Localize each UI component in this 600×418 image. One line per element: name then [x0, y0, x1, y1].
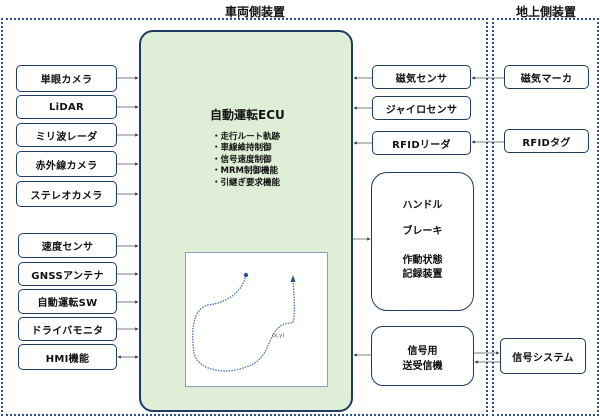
input-infrared-camera: 赤外線カメラ [16, 151, 117, 177]
sensor-rfid-reader: RFIDリーダ [372, 131, 471, 155]
ecu-function: ・引継ぎ要求機能 [212, 177, 281, 188]
trajectory-path [192, 274, 296, 372]
ground-rfid-tag: RFIDタグ [504, 129, 589, 153]
input-speed-sensor: 速度センサ [18, 233, 117, 258]
vehicle-region [1, 18, 488, 416]
trajectory-end-arrow [290, 275, 296, 282]
input-driver-monitor: ドライバモニタ [18, 317, 117, 341]
actuator-brake: ブレーキ [402, 226, 443, 237]
ground-magnetic-marker: 磁気マーカ [504, 65, 589, 89]
actuator-steering: ハンドル [402, 200, 443, 211]
input-hmi-function: HMI機能 [18, 344, 117, 370]
sensor-gyro: ジャイロセンサ [372, 96, 471, 120]
ecu-function-list: ・走行ルート軌跡 ・車線維持制御 ・信号速度制御 ・MRM制御機能 ・引継ぎ要求… [212, 132, 280, 189]
ecu-function: ・信号速度制御 [212, 154, 272, 165]
ecu-function: ・走行ルート軌跡 [212, 132, 281, 142]
transceiver-line-1: 信号用 [407, 346, 438, 357]
trajectory-point-label: (x,y) [272, 333, 285, 339]
route-trajectory-figure: (x,y) [185, 252, 328, 387]
ecu-title: 自動運転ECU [210, 108, 285, 122]
input-autonomous-switch: 自動運転SW [18, 289, 117, 314]
ground-signal-system: 信号システム [500, 338, 586, 374]
input-lidar: LiDAR [16, 95, 117, 119]
ground-region [492, 18, 599, 416]
ecu-function: ・車線維持制御 [212, 143, 272, 154]
ecu-function: ・MRM制御機能 [212, 166, 278, 177]
input-monocular-camera: 単眼カメラ [16, 65, 117, 92]
trajectory-start-point [243, 272, 249, 278]
autonomous-driving-ecu: 自動運転ECU ・走行ルート軌跡 ・車線維持制御 ・信号速度制御 ・MRM制御機… [139, 30, 353, 412]
recorder-line-1: 作動状態 [402, 255, 443, 266]
transceiver-line-2: 送受信機 [402, 361, 443, 372]
sensor-magnetic: 磁気センサ [372, 65, 471, 89]
input-stereo-camera: ステレオカメラ [16, 181, 117, 207]
input-mmwave-radar: ミリ波レーダ [16, 123, 117, 147]
actuator-recorder-box: ハンドル ブレーキ 作動状態 記録装置 [371, 172, 474, 311]
vehicle-region-title: 車両側装置 [225, 5, 286, 19]
signal-transceiver-box: 信号用 送受信機 [371, 326, 474, 386]
recorder-line-2: 記録装置 [402, 269, 443, 280]
input-gnss-antenna: GNSSアンテナ [18, 262, 117, 286]
ground-region-title: 地上側装置 [516, 5, 577, 19]
route-trajectory-svg: (x,y) [192, 272, 296, 372]
